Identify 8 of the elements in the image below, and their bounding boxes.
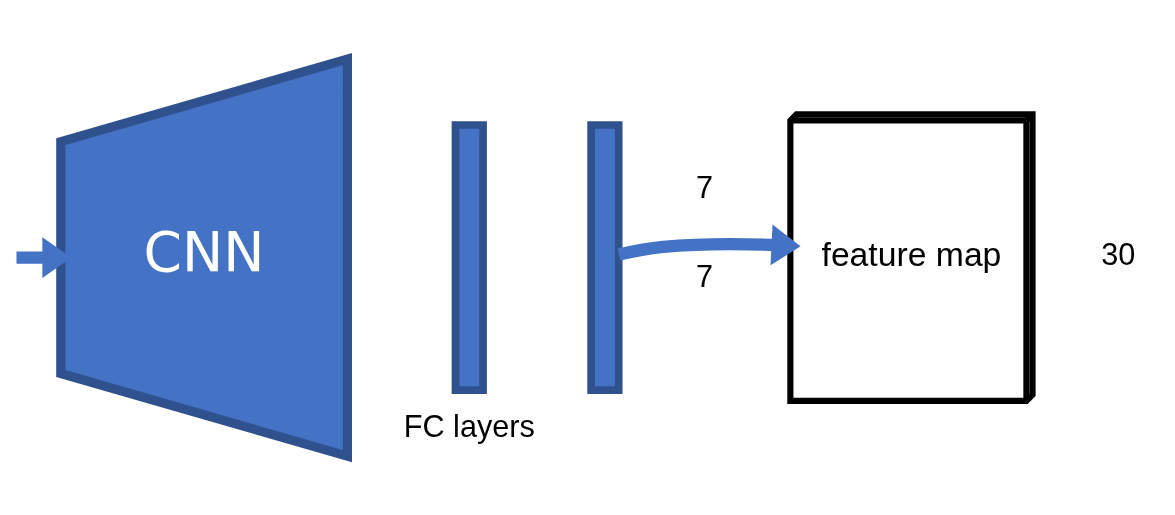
label: FC layers xyxy=(403,408,535,443)
label: 7 xyxy=(696,169,714,204)
node-bar xyxy=(451,120,487,394)
label: 7 xyxy=(696,258,714,293)
node-box: CNN xyxy=(56,52,353,462)
arrow xyxy=(617,224,801,265)
node-bar xyxy=(587,120,623,394)
label: 30 xyxy=(1101,236,1136,271)
